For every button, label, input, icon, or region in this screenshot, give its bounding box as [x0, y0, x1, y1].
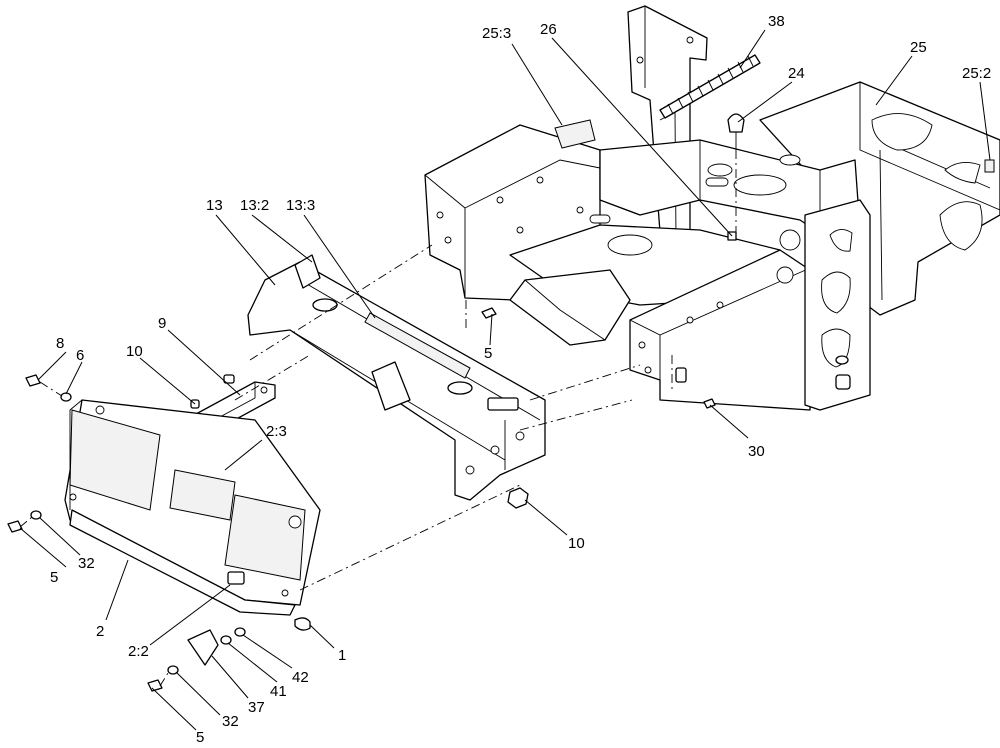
callout-13: 13: [206, 197, 223, 214]
callout-10-left: 10: [126, 343, 143, 360]
callout-25-3: 25:3: [482, 25, 511, 42]
callout-labels: 25:3 26 38 24 25 25:2 13 13:2 13:3 9 10 …: [50, 13, 991, 746]
callout-5-bottom: 5: [196, 729, 204, 746]
callout-10-right: 10: [568, 535, 585, 552]
callout-32-left: 32: [78, 555, 95, 572]
alignment-lines: [19, 150, 737, 687]
callout-2-3: 2:3: [266, 423, 287, 440]
callout-25: 25: [910, 39, 927, 56]
callout-8: 8: [56, 335, 64, 352]
leader-lines: [19, 29, 991, 731]
callout-42: 42: [292, 669, 309, 686]
callout-6: 6: [76, 347, 84, 364]
callout-38: 38: [768, 13, 785, 30]
callout-26: 26: [540, 21, 557, 38]
callout-41: 41: [270, 683, 287, 700]
callout-9: 9: [158, 315, 166, 332]
front-panel: [7, 374, 321, 692]
callout-2-2: 2:2: [128, 643, 149, 660]
callout-2: 2: [96, 623, 104, 640]
front-cross-brace: [247, 254, 546, 509]
callout-32-bottom: 32: [222, 713, 239, 730]
main-frame: [424, 5, 1000, 411]
callout-5-frame: 5: [484, 345, 492, 362]
callout-25-2: 25:2: [962, 65, 991, 82]
callout-13-2: 13:2: [240, 197, 269, 214]
callout-24: 24: [788, 65, 805, 82]
callout-13-3: 13:3: [286, 197, 315, 214]
callout-30: 30: [748, 443, 765, 460]
callout-1: 1: [338, 647, 346, 664]
callout-37: 37: [248, 699, 265, 716]
callout-5-left: 5: [50, 569, 58, 586]
